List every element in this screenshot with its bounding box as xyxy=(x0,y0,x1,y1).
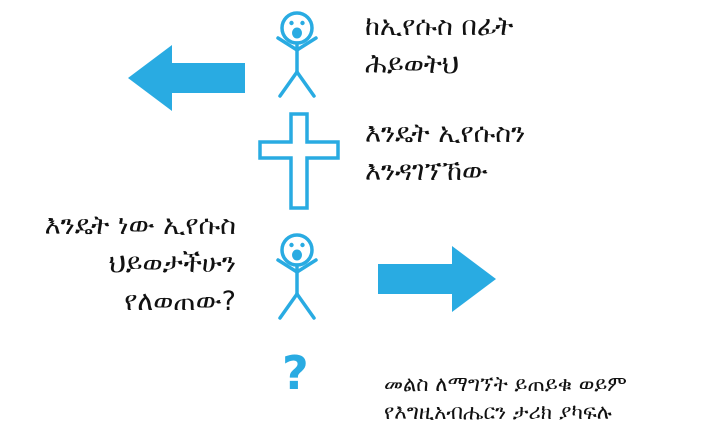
question-mark-icon: ? xyxy=(282,346,309,400)
step-found-jesus-text: እንዴት ኢየሱስን እንዳገኘኸው xyxy=(365,118,526,187)
stick-figure-icon xyxy=(276,11,318,98)
step-changed-life-text: እንዴት ነው ኢየሱስ ህይወታችሁን የለወጠው? xyxy=(44,210,236,317)
arrow-right-icon xyxy=(378,246,496,312)
step-before-jesus-text: ከኢየሱስ በፊት ሕይወትህ xyxy=(365,11,514,80)
step-ask-text: መልስ ለማግኘት ይጠይቁ ወይም የእግዚአብሔርን ታሪክ ያካፍሉ xyxy=(384,372,627,424)
arrow-left-icon xyxy=(128,45,245,111)
cross-icon xyxy=(258,112,340,210)
stick-figure-icon xyxy=(276,233,318,320)
